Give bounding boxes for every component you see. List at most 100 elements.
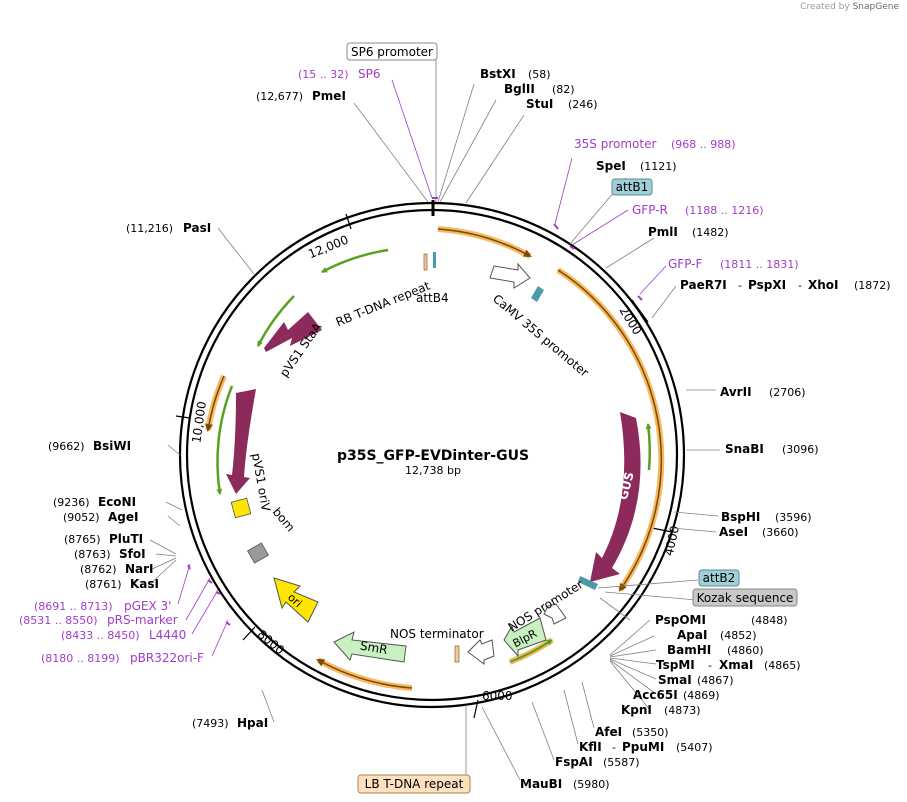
enzyme-afei-pos: (5350) <box>632 726 669 739</box>
enzyme-snabi-pos: (3096) <box>782 443 819 456</box>
tick-label-10000: 10,000 <box>189 400 209 444</box>
enzyme-smai: SmaI <box>658 673 692 687</box>
pvs1-oriv-box <box>230 497 252 519</box>
enzyme-apai-pos: (4852) <box>720 629 757 642</box>
enzyme-stui-pos: (246) <box>568 98 598 111</box>
primer-pgex-name: pGEX 3' <box>124 599 171 613</box>
primer-leader-lines <box>177 79 667 657</box>
primer-sp6-name: SP6 <box>358 67 381 81</box>
enzyme-snabi: SnaBI <box>725 442 764 456</box>
pvs1-repa-arrow <box>226 389 256 494</box>
enzyme-bsiwi-pos: (9662) <box>48 440 85 453</box>
enzyme-fspai-pos: (5587) <box>603 756 640 769</box>
enzyme-spei-pos: (1121) <box>640 160 677 173</box>
enzyme-bamhi-pos: (4860) <box>727 644 764 657</box>
nos-terminator-label: NOS terminator <box>390 627 484 641</box>
lb-tdna-repeat-box: LB T-DNA repeat <box>357 774 471 794</box>
dash-2: - <box>798 279 802 292</box>
orf-arc-bottom-halo <box>316 657 413 691</box>
kozak-box: Kozak sequence <box>692 588 798 607</box>
enzyme-sfoi-pos: (8763) <box>74 548 111 561</box>
nos-terminator-arrow <box>467 639 495 665</box>
tick-label-6000: 6000 <box>482 689 513 703</box>
camv35s-label: CaMV 35S promoter <box>490 292 591 380</box>
primer-prs-name: pRS-marker <box>107 613 178 627</box>
enzyme-econi-pos: (9236) <box>53 496 90 509</box>
green-arrow-right <box>645 423 652 471</box>
enzyme-bamhi: BamHI <box>667 643 711 657</box>
enzyme-avrii: AvrII <box>720 385 752 399</box>
enzyme-pmli: PmlI <box>648 225 678 239</box>
enzyme-asei: AseI <box>719 525 748 539</box>
attb4-box <box>433 252 436 268</box>
pvs1-staa-arrow <box>264 312 322 352</box>
enzyme-xhoi-pos: (1872) <box>854 279 891 292</box>
pvs1-repa-label: pVS1 RepA <box>270 376 295 446</box>
primer-35s-name: 35S promoter <box>574 137 656 151</box>
kozak-label: Kozak sequence <box>697 591 794 605</box>
enzyme-maubi-pos: (5980) <box>573 778 610 791</box>
sp6-promoter-box: SP6 promoter <box>346 42 438 61</box>
ori-arrow <box>273 577 319 623</box>
attb4-label: attB4 <box>416 291 449 305</box>
green-arrow-top <box>321 248 389 274</box>
primer-l4440-pos: (8433 .. 8450) <box>61 629 140 642</box>
enzyme-nari-pos: (8762) <box>80 563 117 576</box>
green-arrow-upper-left <box>256 295 295 347</box>
snapgene-watermark: Created by SnapGene <box>800 2 899 12</box>
enzyme-xmai-pos: (4865) <box>764 659 801 672</box>
enzyme-kfli: KflI <box>579 740 602 754</box>
enzyme-bsiwi: BsiWI <box>93 439 131 453</box>
enzyme-smai-pos: (4867) <box>697 674 734 687</box>
enzyme-bglii-pos: (82) <box>552 83 575 96</box>
enzyme-hpai-pos: (7493) <box>192 717 229 730</box>
attb2-label: attB2 <box>703 571 736 585</box>
orf-arc-top <box>437 228 532 257</box>
nos-promoter-arrow <box>543 603 567 625</box>
tick-label-12000: 12,000 <box>306 233 350 262</box>
gus-arrow <box>590 412 641 582</box>
enzyme-kasi: KasI <box>130 577 159 591</box>
enzyme-acc65i: Acc65I <box>633 688 678 702</box>
camv35s-arrow <box>489 262 531 289</box>
rb-tdna-box <box>423 253 428 271</box>
primer-pbr322-pos: (8180 .. 8199) <box>41 652 120 665</box>
enzyme-sfoi: SfoI <box>119 547 146 561</box>
enzyme-pmli-pos: (1482) <box>692 226 729 239</box>
dash-1: - <box>738 279 742 292</box>
enzyme-paer7i: PaeR7I <box>680 278 727 292</box>
orf-arc-top-halo <box>437 226 532 259</box>
enzyme-pspxi: PspXI <box>748 278 786 292</box>
blpr-arrow <box>503 617 547 658</box>
enzyme-tspmi: TspMI <box>656 658 695 672</box>
primer-pgex-pos: (8691 .. 8713) <box>34 600 113 613</box>
primer-marks <box>187 197 643 626</box>
pvs1-oriv-label: pVS1 oriV <box>249 452 273 513</box>
enzyme-fspai: FspAI <box>555 755 593 769</box>
enzyme-ppumi: PpuMI <box>622 740 664 754</box>
primer-pbr322-name: pBR322ori-F <box>130 651 204 665</box>
enzyme-pspomi: PspOMI <box>655 613 706 627</box>
nos-promoter-label: NOS promoter <box>506 577 586 634</box>
enzyme-bstxi: BstXI <box>480 67 516 81</box>
dash-4: - <box>612 741 616 754</box>
attb2-box: attB2 <box>698 569 740 587</box>
enzyme-bsphi: BspHI <box>721 510 760 524</box>
enzyme-agei: AgeI <box>108 510 138 524</box>
enzyme-kpni-pos: (4873) <box>664 704 701 717</box>
enzyme-hpai: HpaI <box>237 716 268 730</box>
tick-label-4000: 4000 <box>662 524 683 557</box>
enzyme-bsphi-pos: (3596) <box>775 511 812 524</box>
enzyme-bglii: BglII <box>504 82 535 96</box>
enzyme-leader-lines <box>147 60 720 781</box>
primer-gfp-f-pos: (1811 .. 1831) <box>720 258 799 271</box>
enzyme-nari: NarI <box>125 562 154 576</box>
primer-gfp-r-name: GFP-R <box>632 203 668 217</box>
enzyme-pspomi-pos: (4848) <box>751 614 788 627</box>
enzyme-avrii-pos: (2706) <box>769 386 806 399</box>
primer-sp6-pos: (15 .. 32) <box>298 68 349 81</box>
primer-prs-pos: (8531 .. 8550) <box>19 614 98 627</box>
lb-tdna-box <box>454 645 460 663</box>
enzyme-pmei-pos: (12,677) <box>256 90 303 103</box>
